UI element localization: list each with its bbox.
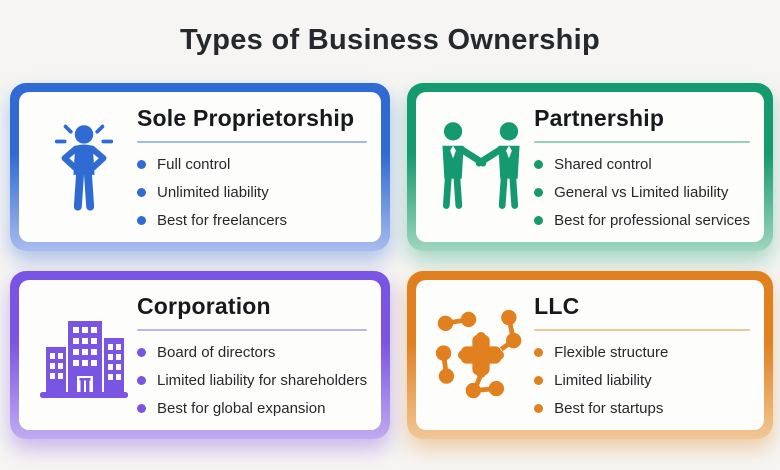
bullet-item: Shared control <box>534 156 750 173</box>
bullet-text: Limited liability for shareholders <box>157 372 368 389</box>
card-content: Sole Proprietorship Full control Unlimit… <box>137 105 371 229</box>
bullet-list: Shared control General vs Limited liabil… <box>534 156 750 229</box>
bullet-dot-icon <box>534 216 544 225</box>
card-partnership: Partnership Shared control General vs Li… <box>407 83 774 251</box>
bullet-text: Best for professional services <box>554 212 751 229</box>
bullet-text: Unlimited liability <box>157 184 269 201</box>
bullet-text: Best for freelancers <box>157 212 288 229</box>
bullet-item: Limited liability <box>534 372 750 389</box>
card-content: Partnership Shared control General vs Li… <box>534 105 754 229</box>
bullet-dot-icon <box>534 376 544 385</box>
bullet-list: Board of directors Limited liability for… <box>137 344 367 417</box>
bullet-dot-icon <box>534 404 544 413</box>
bullet-dot-icon <box>534 188 544 197</box>
cards-grid: Sole Proprietorship Full control Unlimit… <box>0 83 780 439</box>
card-title: Partnership <box>534 105 665 131</box>
bullet-item: Unlimited liability <box>137 184 367 201</box>
bullet-item: General vs Limited liability <box>534 184 750 201</box>
card-title: LLC <box>534 293 580 319</box>
card-inner: Corporation Board of directors Limited l… <box>19 280 382 430</box>
person-confident-icon <box>31 110 137 224</box>
bullet-dot-icon <box>534 160 544 169</box>
card-title: Sole Proprietorship <box>137 105 355 131</box>
bullet-text: Limited liability <box>554 372 652 389</box>
bullet-item: Flexible structure <box>534 344 750 361</box>
bullet-dot-icon <box>137 188 146 197</box>
network-nodes-icon <box>428 305 534 405</box>
office-buildings-icon <box>31 303 137 407</box>
bullet-text: Best for startups <box>554 400 664 417</box>
bullet-item: Best for global expansion <box>137 400 367 417</box>
bullet-text: General vs Limited liability <box>554 184 729 201</box>
card-inner: LLC Flexible structure Limited liability <box>416 280 765 430</box>
card-content: LLC Flexible structure Limited liability <box>534 293 754 417</box>
card-content: Corporation Board of directors Limited l… <box>137 293 371 417</box>
bullet-dot-icon <box>137 376 146 385</box>
divider <box>534 329 751 331</box>
bullet-dot-icon <box>137 348 146 357</box>
card-llc: LLC Flexible structure Limited liability <box>407 271 774 439</box>
card-inner: Sole Proprietorship Full control Unlimit… <box>19 92 382 242</box>
bullet-item: Best for freelancers <box>137 212 367 229</box>
bullet-dot-icon <box>137 160 146 169</box>
bullet-item: Best for professional services <box>534 212 750 229</box>
card-title: Corporation <box>137 293 271 319</box>
bullet-dot-icon <box>137 216 146 225</box>
bullet-item: Board of directors <box>137 344 367 361</box>
card-inner: Partnership Shared control General vs Li… <box>416 92 765 242</box>
handshake-partners-icon <box>428 113 534 221</box>
bullet-item: Full control <box>137 156 367 173</box>
bullet-text: Flexible structure <box>554 344 669 361</box>
bullet-text: Board of directors <box>157 344 276 361</box>
divider <box>137 329 368 331</box>
bullet-list: Flexible structure Limited liability Bes… <box>534 344 750 417</box>
bullet-text: Shared control <box>554 156 652 173</box>
bullet-dot-icon <box>137 404 146 413</box>
card-corporation: Corporation Board of directors Limited l… <box>10 271 391 439</box>
card-sole-proprietorship: Sole Proprietorship Full control Unlimit… <box>10 83 391 251</box>
divider <box>137 141 368 143</box>
bullet-item: Limited liability for shareholders <box>137 372 367 389</box>
page-title: Types of Business Ownership <box>179 24 601 56</box>
bullet-text: Full control <box>157 156 231 173</box>
bullet-dot-icon <box>534 348 544 357</box>
divider <box>534 141 751 143</box>
bullet-list: Full control Unlimited liability Best fo… <box>137 156 367 229</box>
bullet-text: Best for global expansion <box>157 400 326 417</box>
bullet-item: Best for startups <box>534 400 750 417</box>
